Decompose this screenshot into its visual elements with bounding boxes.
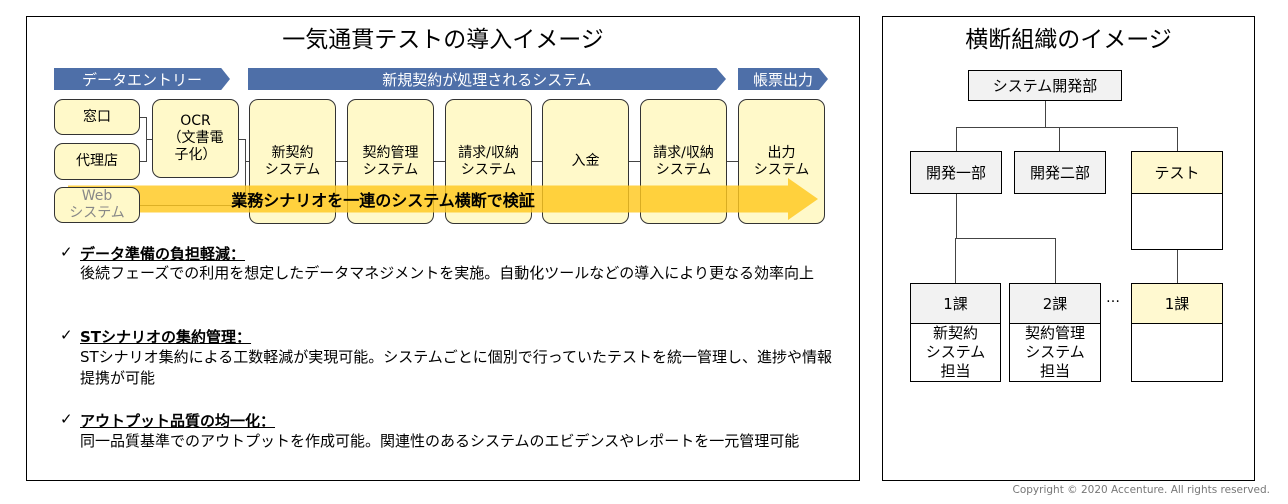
org-system-dev: システム開発部 [968,70,1122,101]
check-icon: ✓ [60,243,73,261]
org-line [1055,238,1056,283]
org-test-body [1131,194,1223,250]
copyright: Copyright © 2020 Accenture. All rights r… [1012,484,1271,496]
connector-line [140,117,146,118]
org-line [955,238,956,283]
bullet-heading-3: アウトプット品質の均一化： [80,412,276,430]
check-icon: ✓ [60,326,73,344]
org-section-2-body: 契約管理 システム 担当 [1009,324,1101,382]
org-line [1177,127,1178,151]
org-line [956,194,957,238]
ocr-box: OCR （文書電 子化） [152,99,239,178]
entry-agency: 代理店 [54,143,140,180]
right-title: 横断組織のイメージ [965,27,1172,53]
ellipsis: … [1106,290,1120,306]
header-new-contract: 新規契約が処理されるシステム [248,68,726,90]
connector-line [239,139,245,140]
entry-counter: 窓口 [54,99,140,135]
header-output: 帳票出力 [738,68,828,90]
connector-line [146,139,152,140]
bullet-heading-1: データ準備の負担軽減： [80,245,246,263]
org-test: テスト [1131,151,1223,194]
bullet-heading-2: STシナリオの集約管理： [80,328,252,346]
org-dev-1: 開発一部 [910,151,1002,194]
org-section-1: 1課 [910,283,1001,324]
org-section-2: 2課 [1009,283,1101,324]
header-data-entry: データエントリー [54,68,230,90]
left-title: 一気通貫テストの導入イメージ [282,27,604,53]
org-line [956,127,1177,128]
org-line [1177,249,1178,283]
org-section-1-body: 新契約 システム 担当 [910,324,1001,382]
connector-line [245,139,246,206]
entry-web-system: Web システム [54,187,140,223]
org-dev-2: 開発二部 [1014,151,1106,194]
org-line [956,127,957,151]
org-line [1045,100,1046,127]
scenario-banner-text: 業務シナリオを一連のシステム横断で検証 [231,191,535,210]
connector-line [336,161,738,162]
bullet-text-2: STシナリオ集約による工数軽減が実現可能。システムごとに個別で行っていたテストを… [80,348,833,387]
bullet-text-1: 後続フェーズでの利用を想定したデータマネジメントを実施。自動化ツールなどの導入に… [80,264,814,282]
connector-line [245,161,249,162]
check-icon: ✓ [60,410,73,428]
org-test-section-1-body [1131,324,1223,382]
org-test-section-1: 1課 [1131,283,1223,324]
right-panel [882,16,1255,481]
org-line [1059,127,1060,151]
org-line [955,238,1056,239]
bullet-text-3: 同一品質基準でのアウトプットを作成可能。関連性のあるシステムのエビデンスやレポー… [80,432,800,450]
connector-line [140,161,146,162]
left-panel [26,16,860,481]
